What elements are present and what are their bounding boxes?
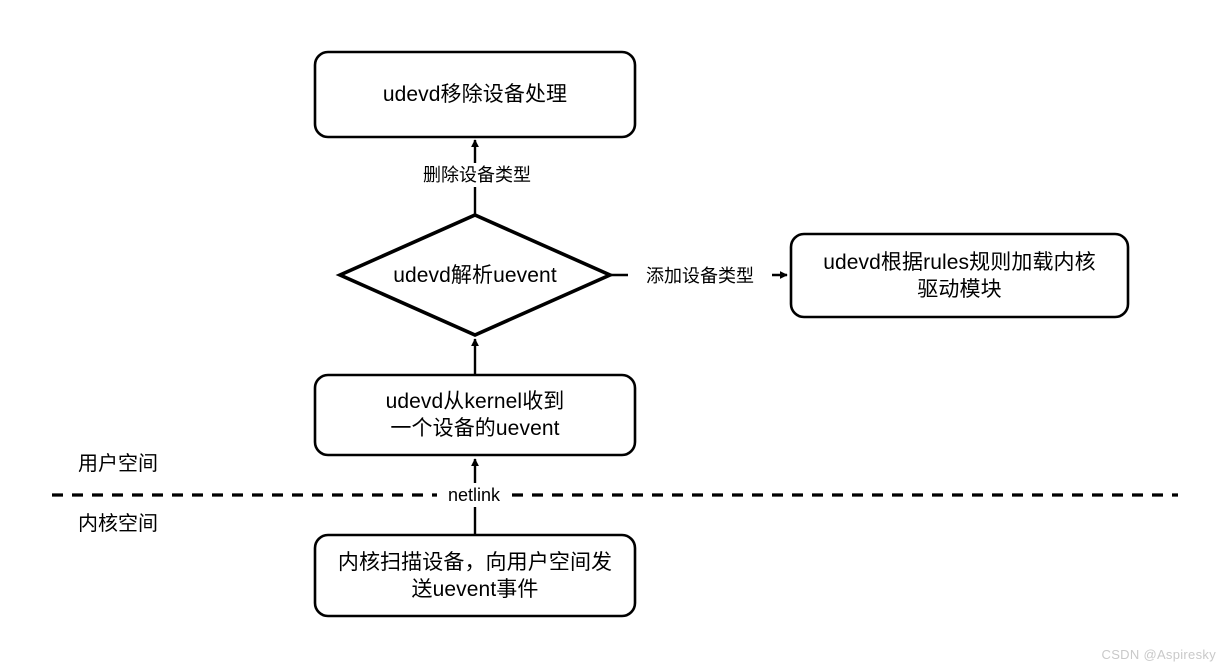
zone-label-kernel-space: 内核空间 (78, 513, 158, 535)
node-udevd-remove (313, 50, 637, 139)
node-udevd-parse-diamond (335, 213, 615, 337)
zone-label-user-space: 用户空间 (78, 453, 158, 475)
node-udevd-receive (313, 373, 637, 457)
edge-label-delete-device-type: 删除设备类型 (405, 163, 549, 187)
watermark: CSDN @Aspiresky (1101, 647, 1216, 662)
node-kernel-scan (313, 533, 637, 618)
edge-label-add-device-type: 添加设备类型 (628, 264, 772, 288)
node-udevd-load-driver (789, 232, 1130, 319)
edge-label-netlink: netlink (437, 483, 511, 507)
